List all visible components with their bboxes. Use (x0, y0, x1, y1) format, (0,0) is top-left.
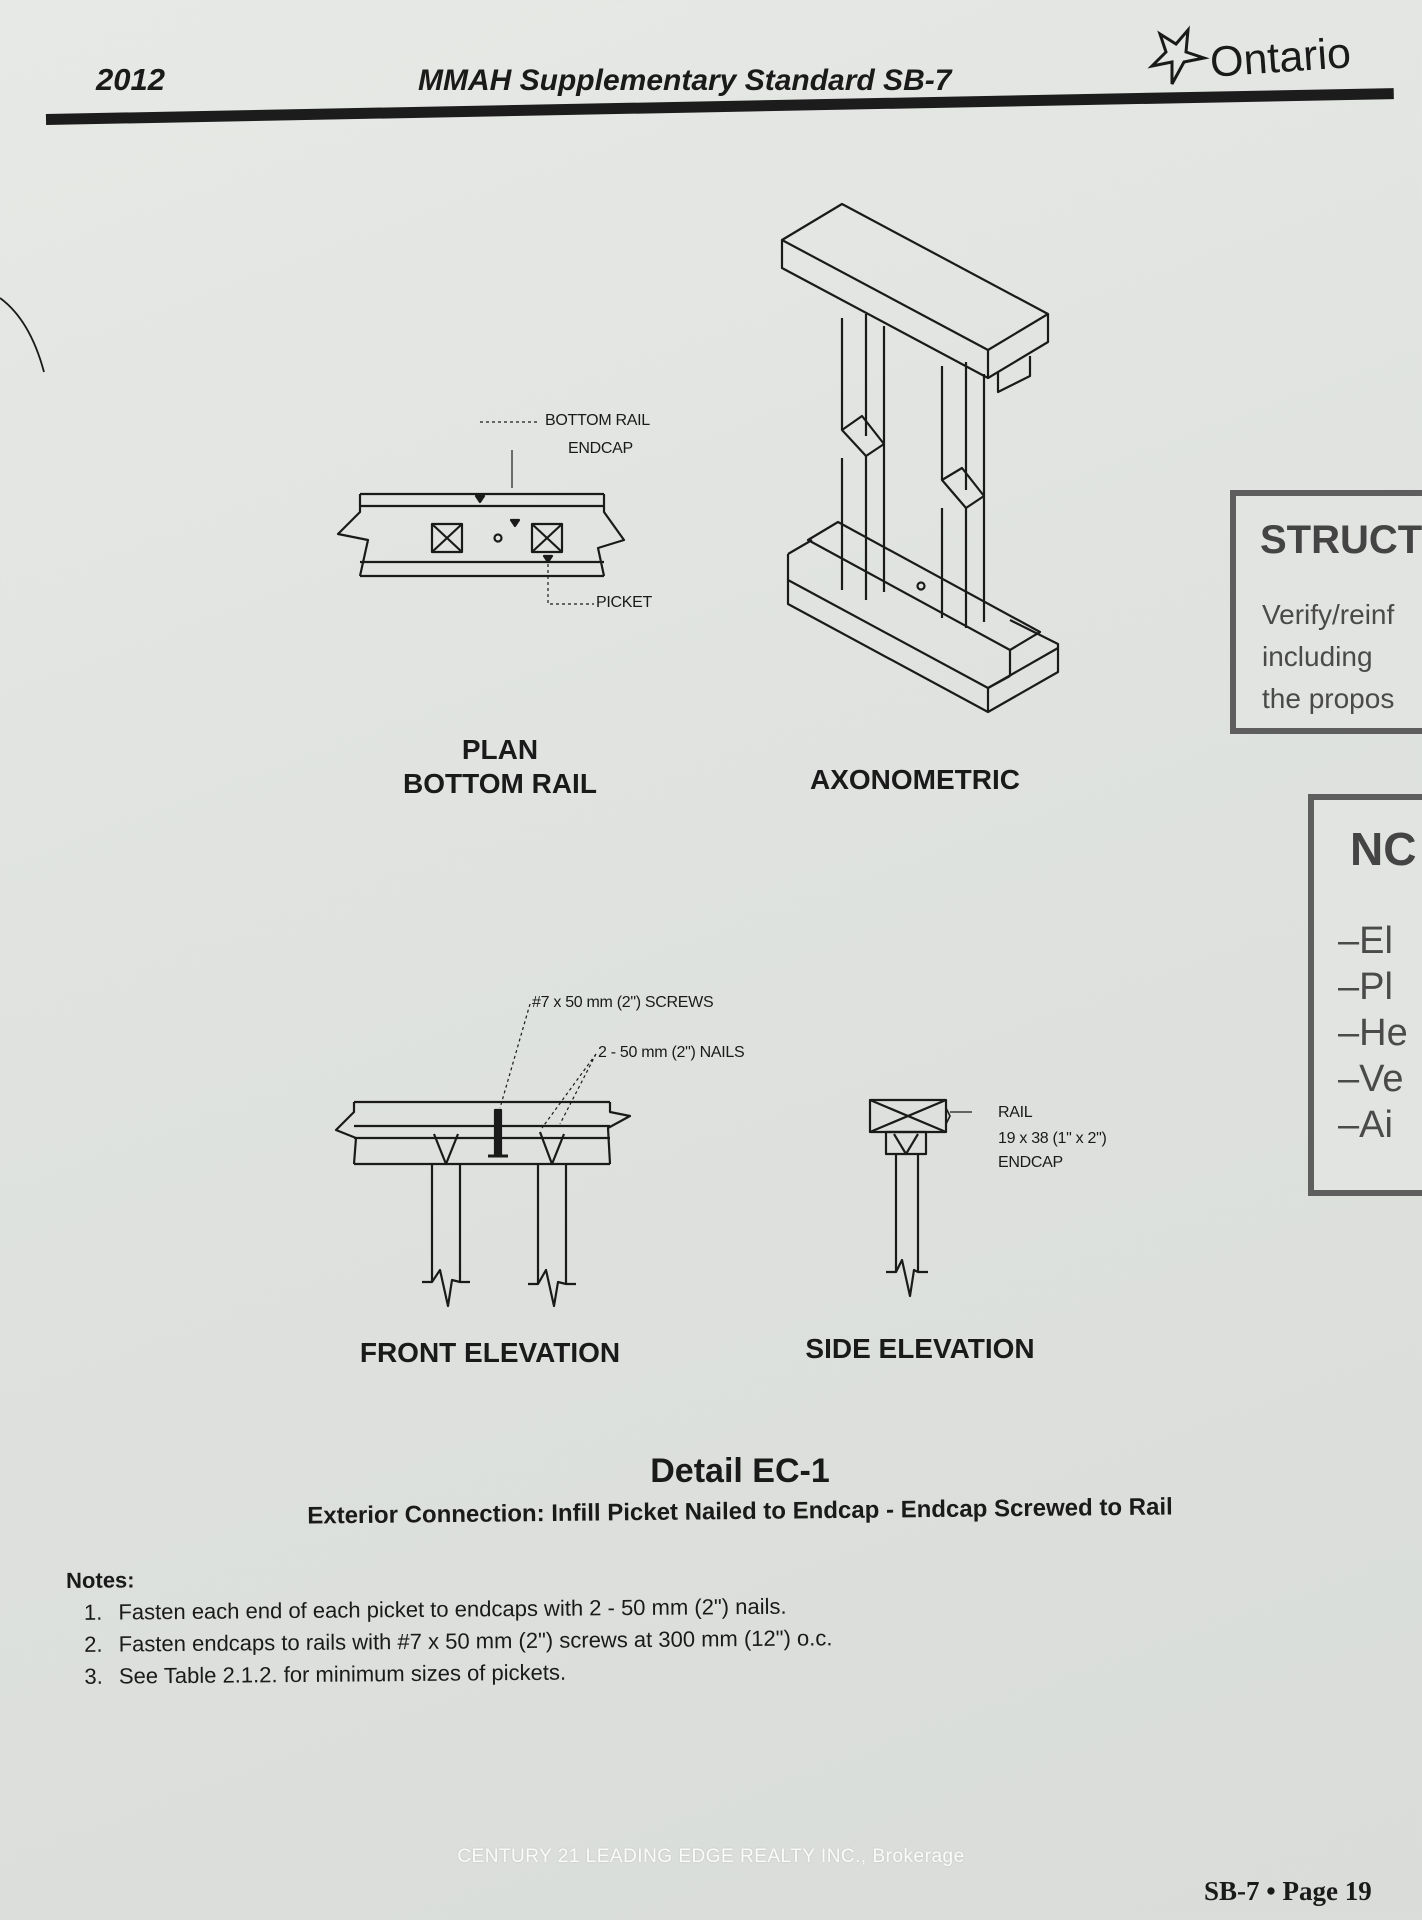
structural-notice-line: the propos (1262, 683, 1395, 714)
plan-bottom-rail-drawing (336, 421, 626, 605)
notice-box-line: –He (1338, 1012, 1408, 1054)
notes-section: Notes: Fasten each end of each picket to… (66, 1561, 833, 1696)
front-elevation-caption: FRONT ELEVATION (359, 1337, 621, 1368)
notes-list: Fasten each end of each picket to endcap… (66, 1593, 833, 1690)
side-label-endcap: ENDCAP (998, 1154, 1063, 1171)
plan-label-rail: BOTTOM RAIL (545, 412, 650, 429)
side-elevation-caption: SIDE ELEVATION (805, 1333, 1035, 1364)
notice-box-title: NC (1350, 823, 1417, 875)
front-elevation-drawing (334, 1003, 632, 1308)
axonometric-drawing (780, 202, 1060, 714)
structural-notice-box: STRUCT Verify/reinf including the propos (1230, 490, 1422, 734)
plan-caption-line1: PLAN (461, 734, 539, 765)
page-number: SB-7 • Page 19 (1204, 1876, 1372, 1906)
structural-notice-line: including (1262, 641, 1373, 672)
front-label-screws: #7 x 50 mm (2") SCREWS (532, 994, 714, 1011)
notice-box-line: –El (1338, 920, 1393, 962)
notice-box-line: –Pl (1338, 966, 1393, 1008)
notice-box-line: –Ve (1338, 1058, 1404, 1100)
side-label-rail: RAIL (998, 1104, 1033, 1121)
front-label-nails: 2 - 50 mm (2") NAILS (598, 1044, 745, 1061)
structural-notice-line: Verify/reinf (1262, 599, 1395, 630)
notice-box-body: –El –Pl –He –Ve –Ai (1338, 918, 1408, 1148)
notice-box-line: –Ai (1338, 1104, 1393, 1146)
notes-heading: Notes: (66, 1567, 135, 1593)
side-label-size: 19 x 38 (1" x 2") (998, 1130, 1107, 1147)
ontario-logo: Ontario (1146, 22, 1396, 92)
trillium-icon (1147, 25, 1210, 85)
axonometric-caption: AXONOMETRIC (810, 764, 1020, 795)
structural-notice-title: STRUCT (1260, 518, 1422, 562)
note-item: Fasten each end of each picket to endcap… (108, 1593, 832, 1625)
note-item: Fasten endcaps to rails with #7 x 50 mm … (109, 1625, 833, 1657)
structural-notice-body: Verify/reinf including the propos (1262, 594, 1394, 720)
note-item: See Table 2.1.2. for minimum sizes of pi… (109, 1657, 833, 1689)
page-edge-curve (0, 297, 45, 373)
header-title: MMAH Supplementary Standard SB-7 (418, 64, 952, 97)
plan-caption-line2: BOTTOM RAIL (403, 768, 597, 799)
header-year: 2012 (96, 62, 165, 97)
plan-label-endcap: ENDCAP (568, 440, 633, 457)
detail-title: Detail EC-1 (650, 1452, 830, 1490)
plan-caption: PLAN BOTTOM RAIL (380, 733, 620, 801)
brokerage-watermark: CENTURY 21 LEADING EDGE REALTY INC., Bro… (457, 1846, 965, 1867)
plan-label-picket: PICKET (596, 594, 652, 611)
side-elevation-drawing (868, 1098, 972, 1298)
notice-box: NC –El –Pl –He –Ve –Ai (1308, 794, 1422, 1196)
